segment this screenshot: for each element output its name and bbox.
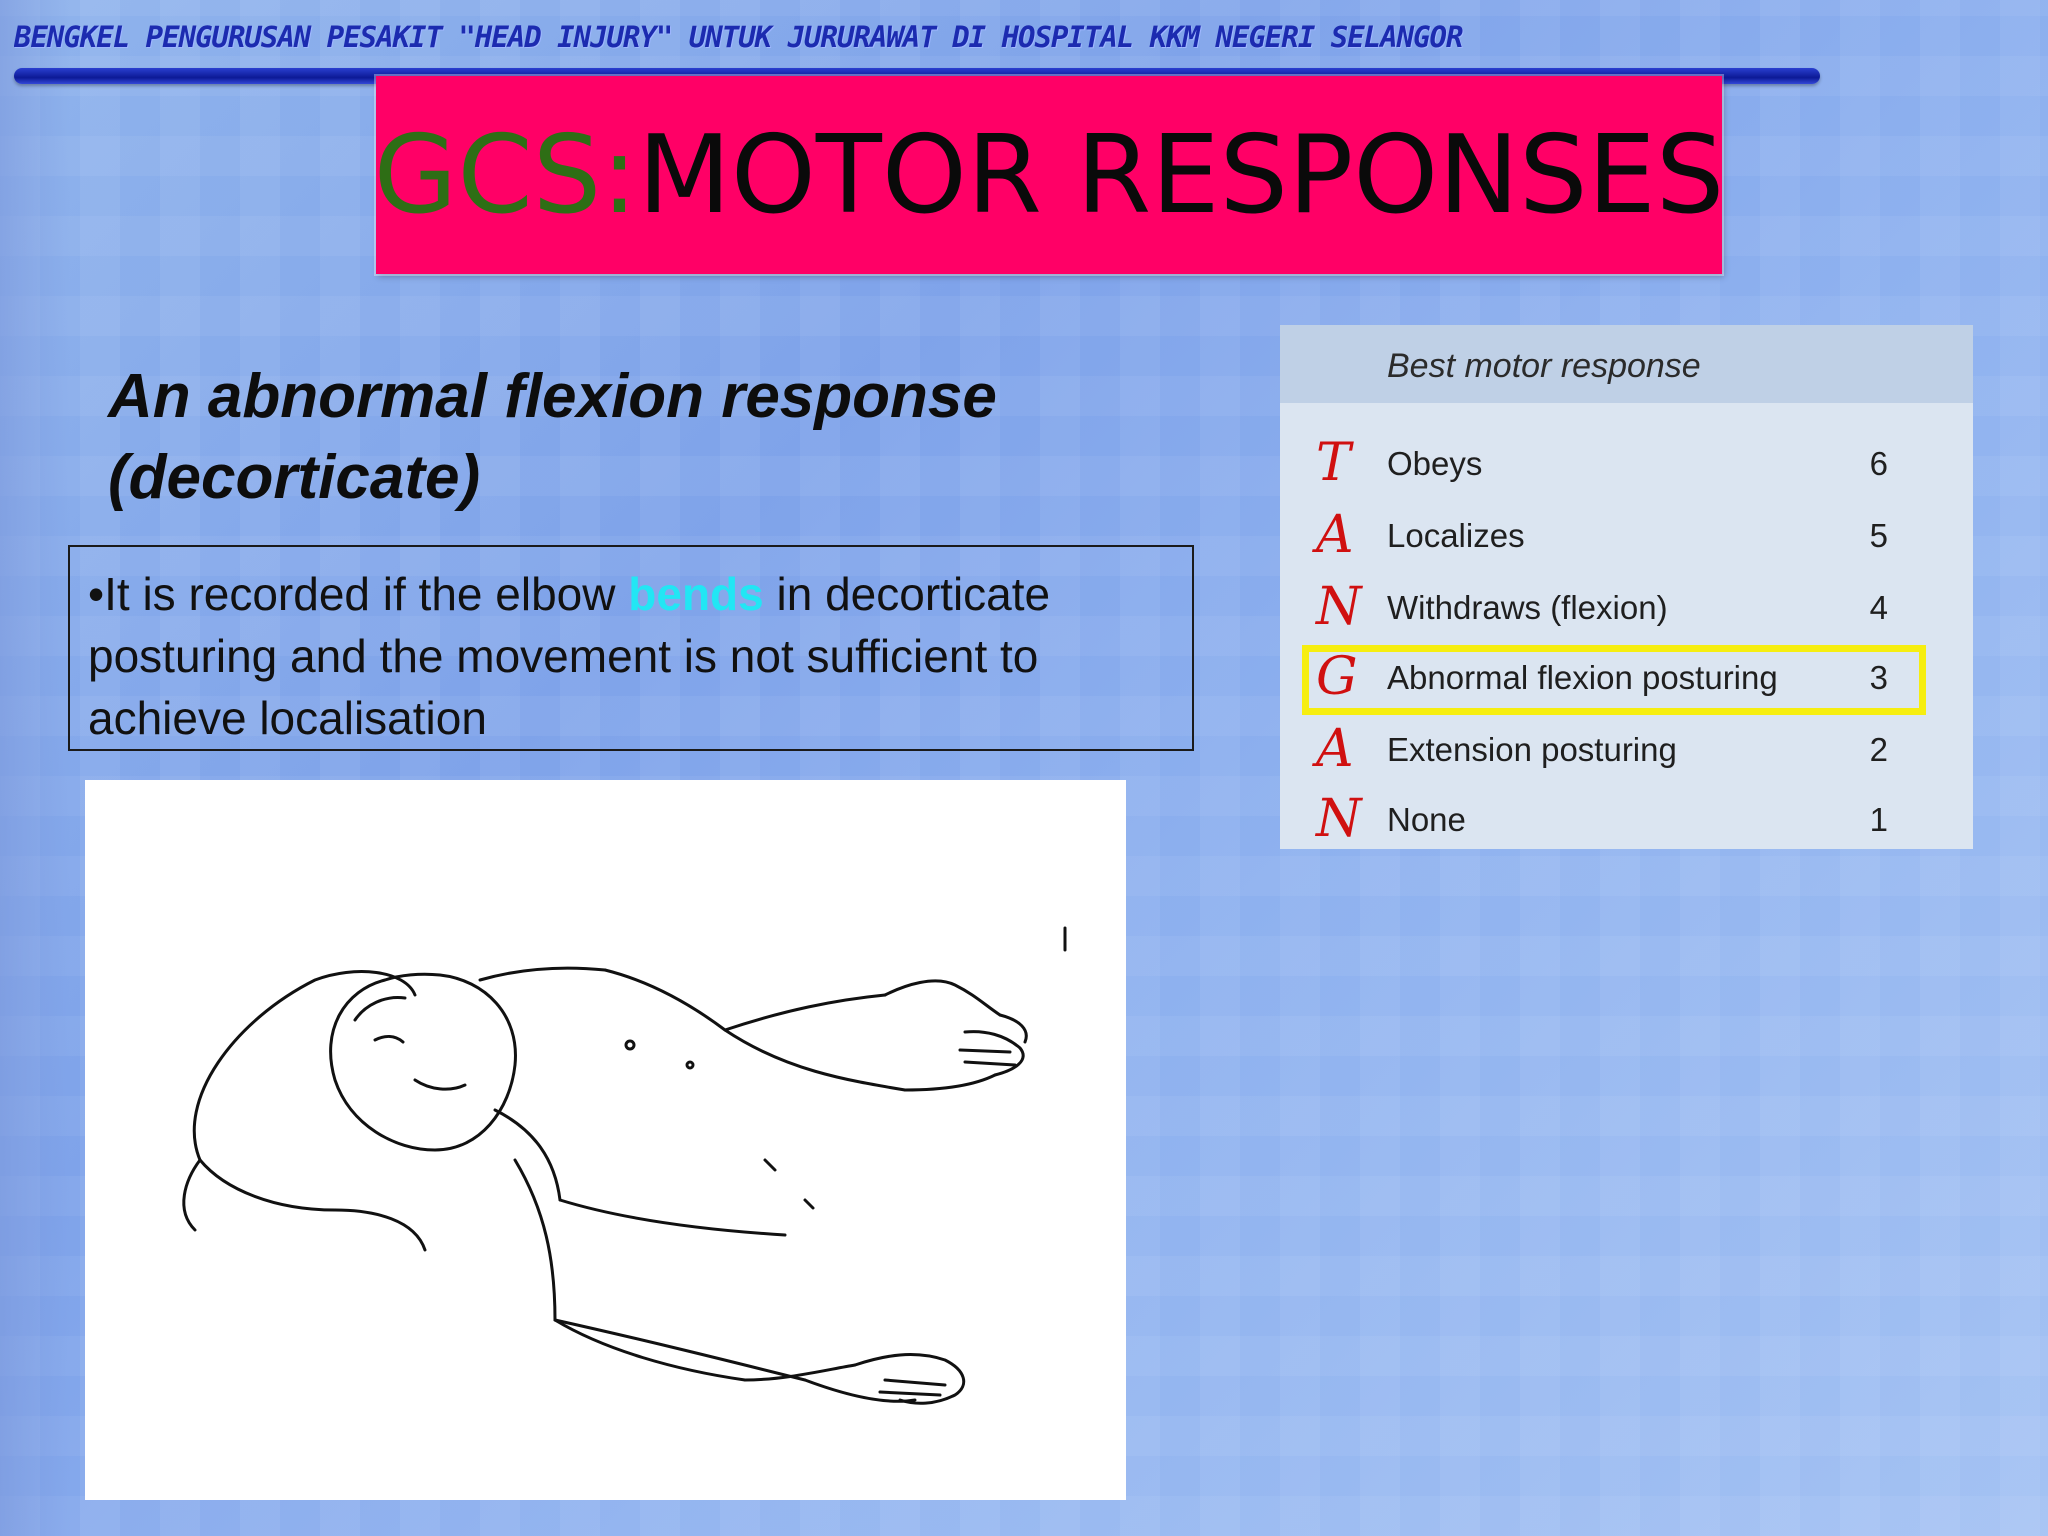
table-row: N None 1: [1280, 785, 1973, 857]
response-label: None: [1387, 801, 1466, 838]
response-label: Obeys: [1387, 445, 1483, 482]
motor-response-table: Best motor response T Obeys 6 A Localize…: [1280, 325, 1973, 849]
mnemonic-letter: G: [1316, 647, 1358, 707]
subtitle-line-1: An abnormal flexion response: [108, 362, 997, 431]
slide-title: GCS: MOTOR RESPONSES: [373, 76, 1725, 274]
response-score: 1: [1869, 801, 1888, 838]
mnemonic-letter: N: [1316, 789, 1362, 849]
mnemonic-letter: N: [1316, 577, 1362, 637]
response-label: Withdraws (flexion): [1387, 589, 1668, 626]
patient-drawing: [182, 926, 1067, 1405]
response-score: 5: [1869, 517, 1888, 554]
description-box: •It is recorded if the elbow bends in de…: [68, 545, 1194, 751]
response-score: 4: [1869, 589, 1888, 626]
description-before: •It is recorded if the elbow: [88, 568, 629, 620]
description-after: in decorticate posturing and the movemen…: [88, 568, 1051, 744]
table-row: T Obeys 6: [1280, 429, 1973, 501]
response-label: Extension posturing: [1387, 731, 1677, 768]
response-label: Abnormal flexion posturing: [1387, 659, 1778, 696]
subtitle-line-2: (decorticate): [108, 443, 481, 512]
mnemonic-letter: A: [1316, 505, 1354, 565]
mnemonic-letter: T: [1316, 433, 1351, 493]
patient-illustration: [85, 780, 1126, 1500]
response-label: Localizes: [1387, 517, 1525, 554]
table-row: N Withdraws (flexion) 4: [1280, 573, 1973, 645]
table-header: Best motor response: [1280, 325, 1973, 403]
table-header-label: Best motor response: [1387, 347, 1701, 385]
title-prefix: GCS:: [373, 112, 638, 238]
response-score: 3: [1869, 659, 1888, 696]
subtitle: An abnormal flexion response (decorticat…: [108, 356, 1158, 518]
response-score: 6: [1869, 445, 1888, 482]
table-row-highlighted: G Abnormal flexion posturing 3: [1280, 643, 1973, 715]
table-row: A Extension posturing 2: [1280, 715, 1973, 787]
table-row: A Localizes 5: [1280, 501, 1973, 573]
mnemonic-letter: A: [1316, 719, 1354, 779]
response-score: 2: [1869, 731, 1888, 768]
workshop-banner: BENGKEL PENGURUSAN PESAKIT "HEAD INJURY"…: [14, 20, 1463, 54]
left-shade: [0, 0, 70, 1536]
title-main: MOTOR RESPONSES: [637, 112, 1725, 238]
description-highlight: bends: [628, 568, 764, 620]
